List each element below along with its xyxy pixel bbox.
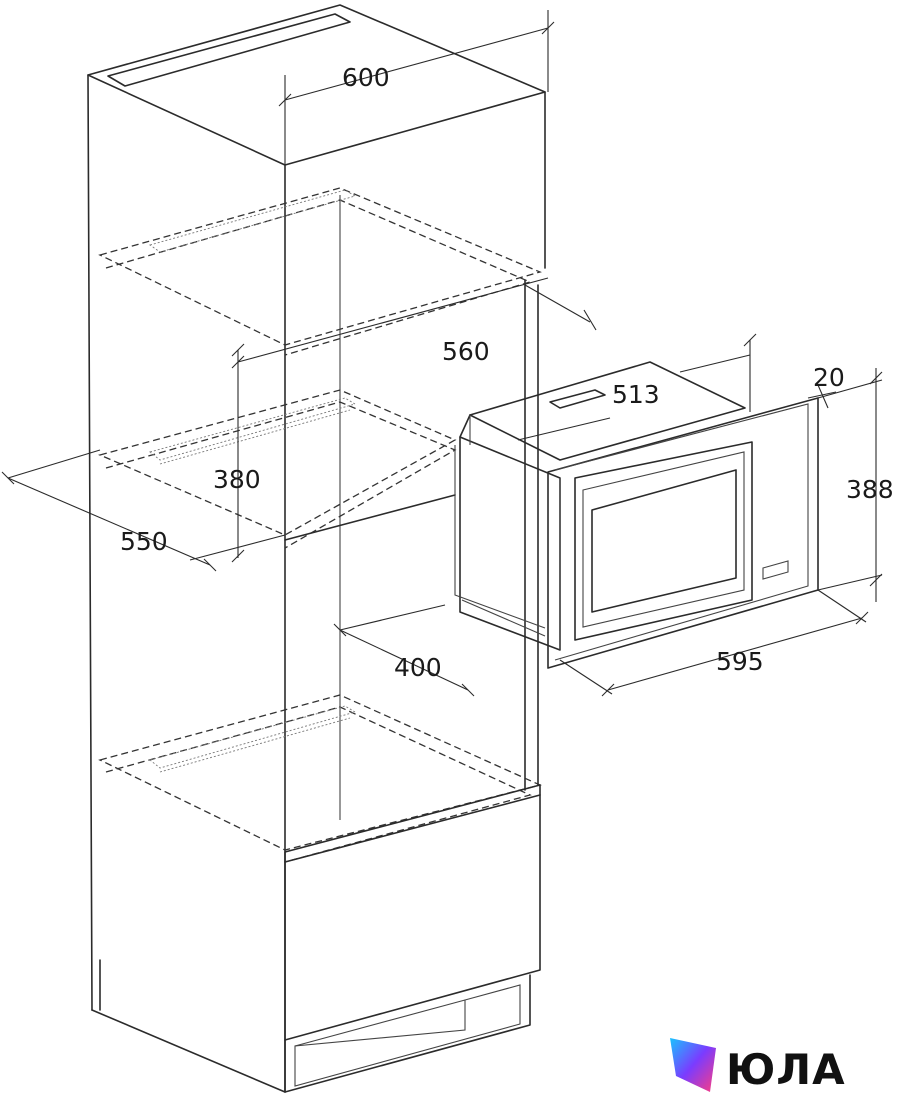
logo-mark-icon bbox=[670, 1038, 716, 1092]
dim-cabinet-width: 600 bbox=[342, 63, 390, 92]
dim-niche-depth: 550 bbox=[120, 527, 168, 556]
dim-oven-depth: 513 bbox=[612, 380, 660, 409]
dim-niche-height: 380 bbox=[213, 465, 261, 494]
dim-cutout-depth: 400 bbox=[394, 653, 442, 682]
dim-frame-depth: 20 bbox=[813, 363, 845, 392]
dimension-lines bbox=[1, 10, 883, 697]
dim-oven-width: 595 bbox=[716, 647, 764, 676]
brand-name: ЮЛА bbox=[726, 1045, 846, 1094]
cabinet bbox=[87, 4, 546, 1093]
dim-niche-width: 560 bbox=[442, 337, 490, 366]
brand-logo: ЮЛА bbox=[670, 1038, 846, 1094]
dim-oven-height: 388 bbox=[846, 475, 894, 504]
